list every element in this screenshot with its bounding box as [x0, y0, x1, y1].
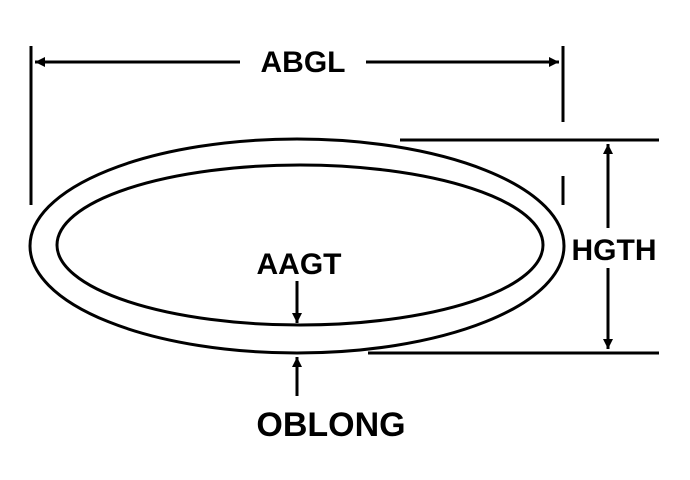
thickness-label: AAGT — [257, 248, 342, 281]
length-label: ABGL — [261, 46, 346, 79]
height-label: HGTH — [572, 234, 657, 267]
oblong-outer-edge — [28, 137, 566, 355]
shape-name-label: OBLONG — [256, 406, 405, 444]
oblong-inner-edge — [55, 163, 545, 327]
